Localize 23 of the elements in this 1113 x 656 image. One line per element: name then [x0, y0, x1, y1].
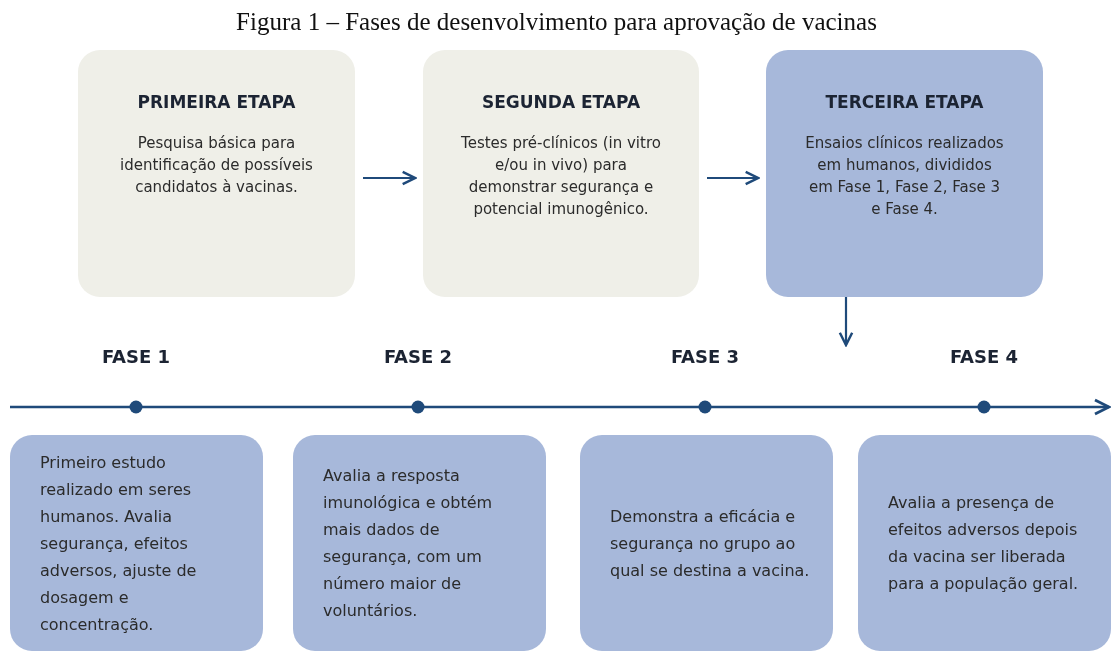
- card-text: Pesquisa básica para identificação de possíveis candidatos à vacinas.: [119, 133, 314, 198]
- phase-card: [293, 435, 546, 651]
- stage-card: [766, 50, 1043, 297]
- card-text: Avalia a resposta imunológica e obtém mais dados de segurança, com um número maior de voluntários.: [323, 465, 494, 622]
- phase-card: [10, 435, 263, 651]
- phase-heading: FASE 1: [101, 346, 171, 367]
- card-text: Primeiro estudo realizado em seres humanos. Avalia segurança, efeitos adversos, ajuste de dosagem e concentração.: [40, 451, 198, 636]
- arrow: [363, 170, 417, 186]
- phase-heading: FASE 3: [670, 346, 740, 367]
- card-heading: PRIMEIRA ETAPA: [137, 92, 296, 112]
- arrow: [838, 297, 854, 347]
- phase-heading: FASE 2: [383, 346, 453, 367]
- card-heading: TERCEIRA ETAPA: [825, 92, 984, 112]
- figure-title: Figura 1 – Fases de desenvolvimento para aprovação de vacinas: [235, 8, 878, 36]
- card-text: Testes pré-clínicos (in vitro e/ou in vivo) para demonstrar segurança e potencial imunogênico.: [461, 133, 661, 220]
- phase-card: [580, 435, 833, 651]
- phase-heading: FASE 4: [949, 346, 1019, 367]
- card-text: Avalia a presença de efeitos adversos depois da vacina ser liberada para a população geral.: [888, 492, 1080, 595]
- card-heading: SEGUNDA ETAPA: [481, 92, 641, 112]
- phase-card: [858, 435, 1111, 651]
- card-text: Demonstra a eficácia e segurança no grupo ao qual se destina a vacina.: [610, 505, 811, 582]
- card-text: Ensaios clínicos realizados em humanos, divididos em Fase 1, Fase 2, Fase 3 e Fase 4.: [804, 133, 1005, 220]
- arrow: [707, 170, 760, 186]
